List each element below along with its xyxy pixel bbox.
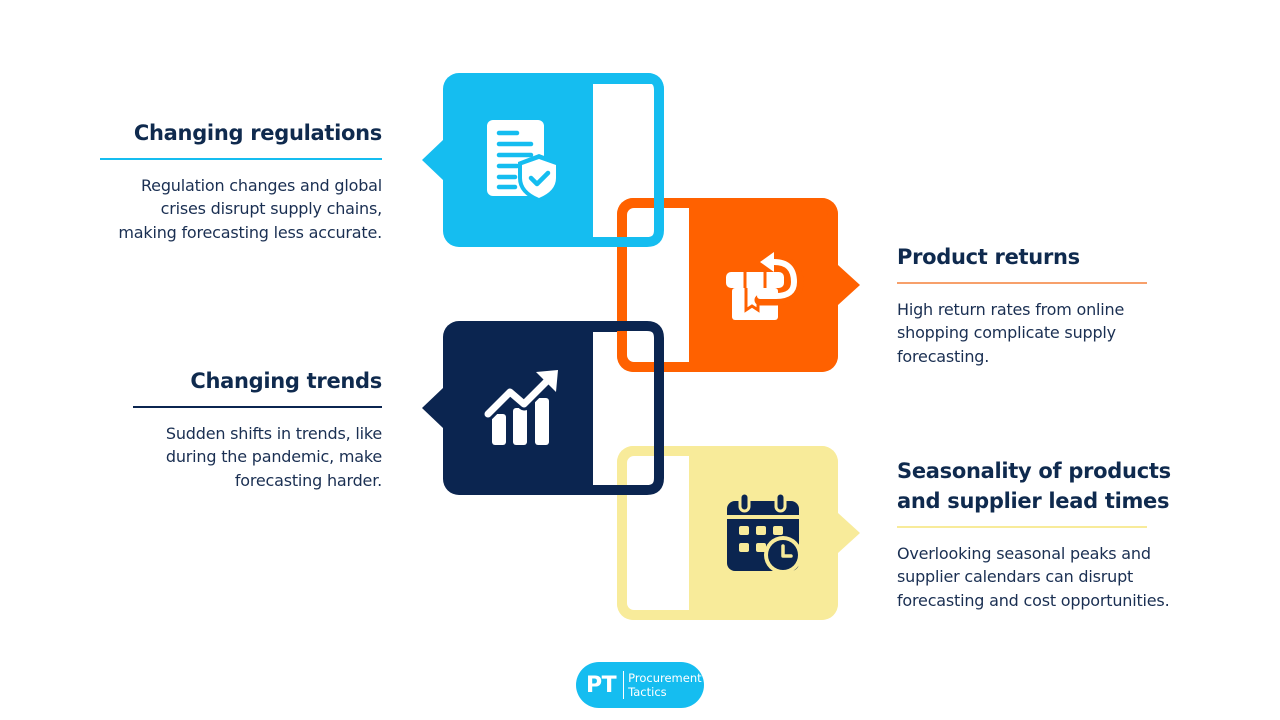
item-description: Regulation changes and global crises dis…: [118, 175, 382, 242]
trend-chart-icon: [481, 370, 558, 445]
item-description: High return rates from online shopping c…: [897, 299, 1125, 366]
document-shield-icon: [487, 120, 560, 202]
item-title: Product returns: [897, 245, 1080, 269]
logo-separator: [623, 671, 625, 699]
item-changing-regulations: Changing regulations Regulation changes …: [100, 118, 382, 244]
procurement-tactics-logo: PT Procurement Tactics: [576, 662, 704, 708]
item-title: Changing trends: [190, 369, 382, 393]
logo-mark: PT: [586, 672, 617, 698]
box-return-icon: [726, 252, 804, 320]
calendar-clock-icon: [727, 491, 802, 574]
item-description: Overlooking seasonal peaks and supplier …: [897, 543, 1170, 610]
title-divider: [897, 526, 1147, 528]
item-description: Sudden shifts in trends, like during the…: [165, 423, 382, 490]
item-title: Changing regulations: [133, 121, 382, 145]
item-product-returns: Product returns High return rates from o…: [897, 242, 1147, 368]
title-divider: [133, 406, 382, 408]
item-seasonality: Seasonality of products and supplier lea…: [897, 456, 1197, 612]
frame-strokes: [593, 73, 838, 620]
box-fills: [422, 73, 860, 620]
title-divider: [100, 158, 382, 160]
logo-name: Procurement Tactics: [628, 671, 702, 699]
item-title: Seasonality of products and supplier lea…: [897, 459, 1171, 513]
item-changing-trends: Changing trends Sudden shifts in trends,…: [133, 366, 382, 492]
title-divider: [897, 282, 1147, 284]
